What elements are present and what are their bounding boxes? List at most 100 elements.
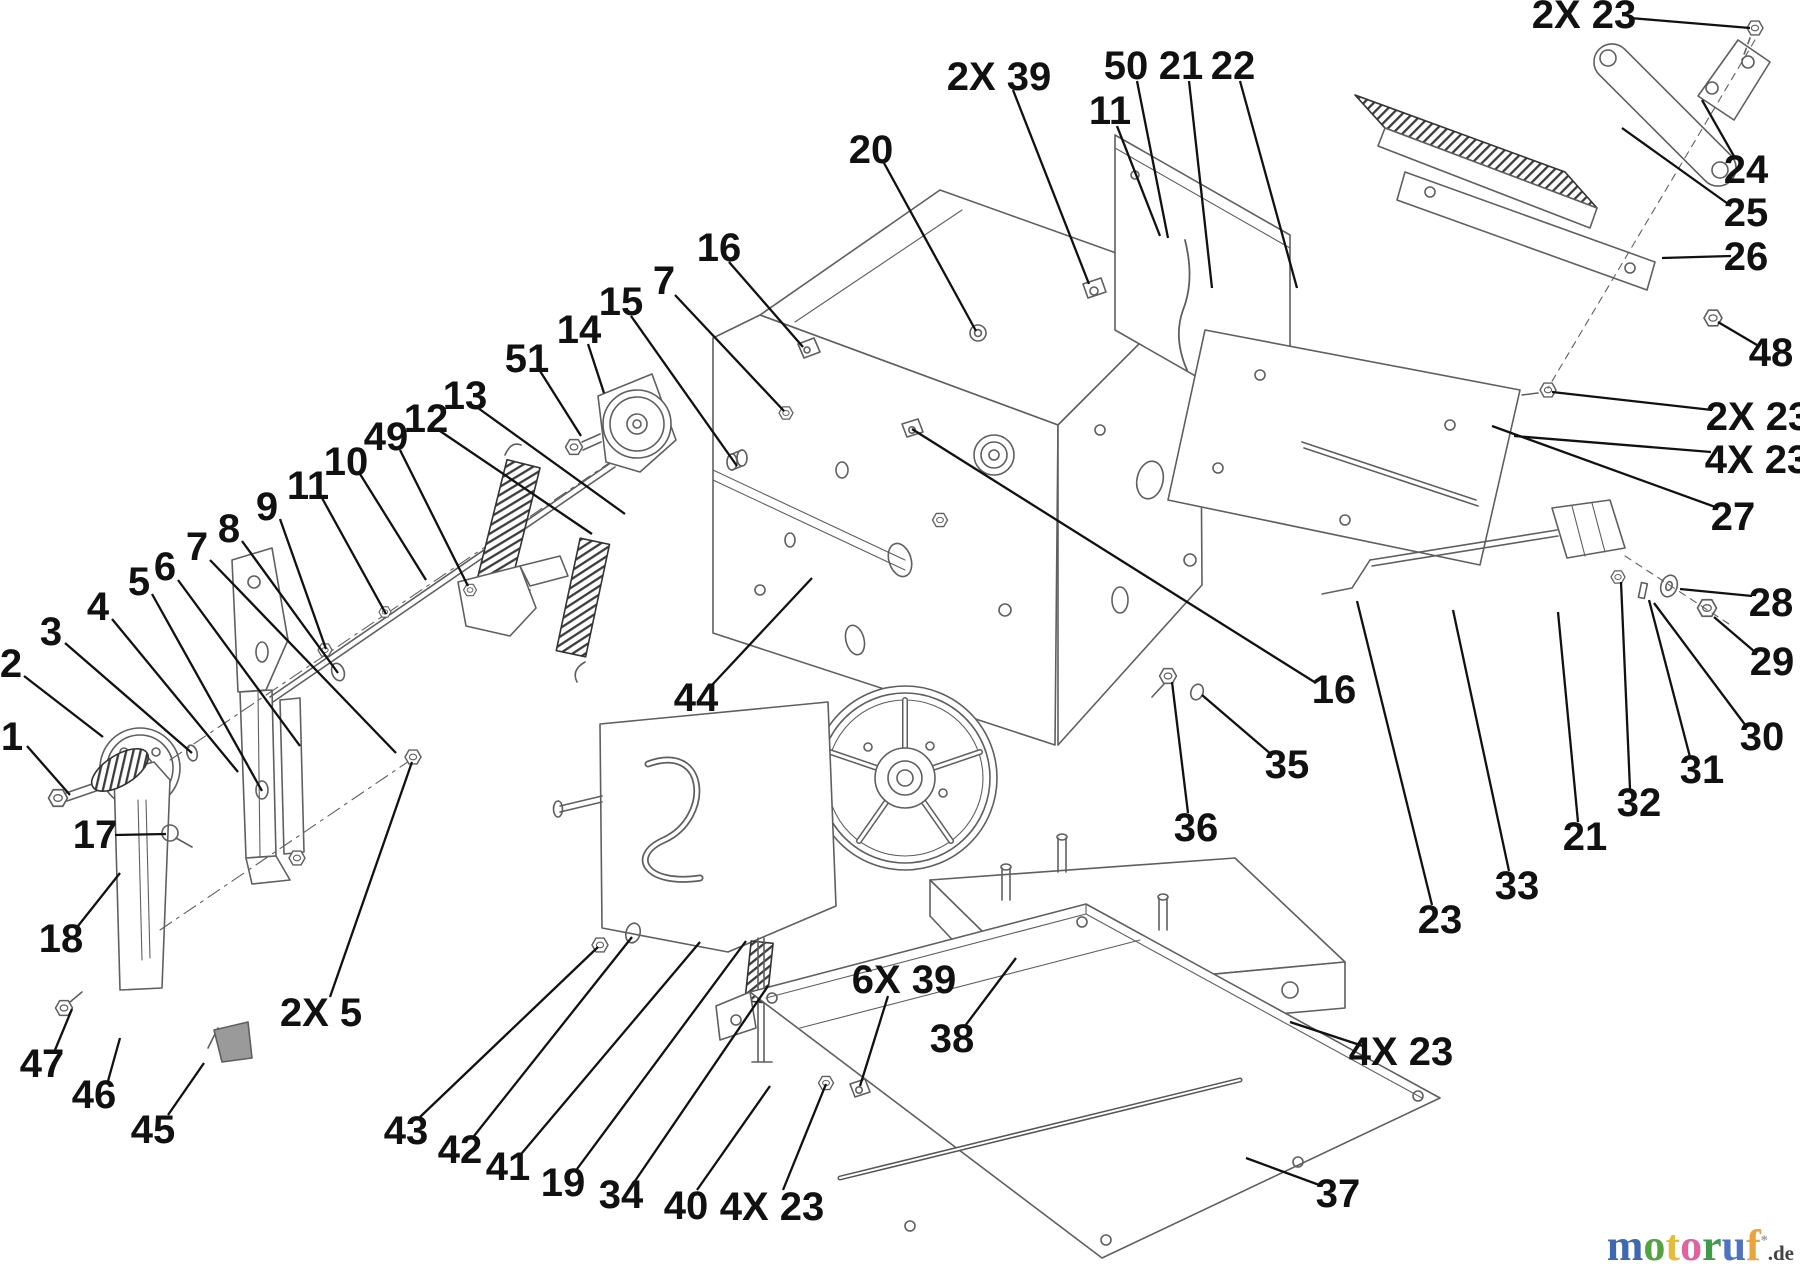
part-number-label: 26 xyxy=(1724,235,1769,279)
part-number-label: 21 xyxy=(1563,815,1608,859)
watermark-mark: * xyxy=(1760,1233,1768,1249)
part-number-label: 2 xyxy=(0,642,22,686)
friction-wheel-drawing xyxy=(812,685,998,871)
leader-line xyxy=(26,745,71,796)
part-number-label: 43 xyxy=(384,1109,429,1153)
handle-assembly-drawing xyxy=(1354,21,1771,389)
clip-nut-39b xyxy=(849,1078,871,1098)
leader-line xyxy=(711,577,813,686)
part-number-label: 21 xyxy=(1159,44,1204,88)
leader-line xyxy=(209,559,397,754)
clip-nut-16 xyxy=(901,418,924,438)
leader-line xyxy=(111,618,239,773)
leader-line xyxy=(630,315,738,467)
part-number-label: 23 xyxy=(1418,898,1463,942)
leader-line xyxy=(1647,599,1692,758)
support-fasteners-drawing xyxy=(1151,669,1205,701)
side-panel-drawing xyxy=(1167,329,1556,566)
watermark-letter: t xyxy=(1665,1221,1681,1270)
leader-line xyxy=(477,407,626,515)
leader-line xyxy=(1619,581,1632,790)
leader-line xyxy=(781,1083,828,1191)
part-number-label: 13 xyxy=(443,374,488,418)
leader-line xyxy=(398,449,470,587)
leader-line xyxy=(964,957,1017,1027)
leader-line xyxy=(882,162,978,332)
clip-nut-39 xyxy=(1082,277,1107,299)
part-number-label: 49 xyxy=(364,415,409,459)
main-frame-drawing xyxy=(712,189,1230,746)
leader-line xyxy=(64,642,193,754)
part-number-label: 31 xyxy=(1680,748,1725,792)
leader-line xyxy=(1661,254,1732,260)
part-number-label: 10 xyxy=(324,440,369,484)
leader-line xyxy=(106,1037,122,1082)
motoruf-watermark[interactable]: motoruf*.de xyxy=(1607,1224,1794,1268)
part-number-label: 51 xyxy=(505,337,550,381)
leader-line xyxy=(1653,602,1747,727)
shift-rod-drawing xyxy=(1301,441,1733,627)
part-number-label: 38 xyxy=(930,1017,975,1061)
nut-5b xyxy=(289,851,305,865)
part-number-label: 29 xyxy=(1750,640,1795,684)
leader-line xyxy=(1491,424,1719,510)
bolt-1 xyxy=(49,790,68,807)
leader-line xyxy=(320,497,388,615)
part-number-label: 3 xyxy=(40,610,62,654)
part-number-label: 16 xyxy=(697,226,742,270)
leader-line xyxy=(419,946,599,1118)
part-number-label: 4X 23 xyxy=(1349,1030,1454,1074)
part-number-label: 34 xyxy=(599,1173,644,1217)
part-number-label: 37 xyxy=(1316,1172,1361,1216)
leader-line xyxy=(53,1008,74,1051)
leader-line xyxy=(728,261,804,348)
leader-line xyxy=(696,1085,771,1191)
part-number-label: 22 xyxy=(1211,44,1256,88)
part-number-label: 50 xyxy=(1104,44,1149,88)
part-number-label: 32 xyxy=(1617,781,1662,825)
leader-line xyxy=(77,872,121,927)
part-number-label: 41 xyxy=(486,1145,531,1189)
part-number-label: 14 xyxy=(557,308,602,352)
leader-line xyxy=(1245,1156,1323,1188)
leader-line xyxy=(1135,80,1170,239)
leader-line xyxy=(359,473,427,581)
watermark-letter: o xyxy=(1680,1221,1703,1270)
leader-line xyxy=(1289,1020,1364,1048)
leader-line xyxy=(439,430,593,535)
watermark-letter: r xyxy=(1702,1221,1722,1270)
part-number-label: 27 xyxy=(1711,495,1756,539)
part-number-label: 1 xyxy=(1,715,23,759)
part-number-label: 11 xyxy=(1089,89,1131,133)
leader-line xyxy=(576,940,747,1170)
leader-line xyxy=(1621,127,1732,207)
watermark-letter: f xyxy=(1746,1221,1761,1270)
leader-line xyxy=(858,995,890,1087)
part-number-label: 48 xyxy=(1749,331,1794,375)
part-number-label: 2X 39 xyxy=(947,55,1052,99)
part-number-label: 17 xyxy=(73,813,118,857)
part-number-label: 40 xyxy=(664,1184,709,1228)
bolt-4x23b xyxy=(819,1076,834,1089)
part-number-label: 47 xyxy=(20,1042,65,1086)
leader-line xyxy=(1713,616,1756,653)
leader-line xyxy=(241,540,339,674)
pedal-assembly-drawing xyxy=(49,547,305,1063)
part-number-label: 15 xyxy=(599,280,644,324)
leader-line xyxy=(521,941,701,1154)
leader-line xyxy=(328,761,414,998)
leader-line xyxy=(278,518,328,650)
bolt-2x23 xyxy=(1540,383,1556,397)
leader-line xyxy=(1355,600,1434,906)
nut-5a xyxy=(405,750,421,764)
part-number-label: 46 xyxy=(72,1073,117,1117)
leader-line xyxy=(1115,125,1162,237)
leader-line xyxy=(1170,681,1190,814)
bottom-tray-drawing xyxy=(715,903,1441,1259)
part-number-label: 30 xyxy=(1740,715,1785,759)
part-number-label: 28 xyxy=(1749,581,1794,625)
leader-line xyxy=(473,936,633,1137)
leader-line xyxy=(23,675,104,738)
part-number-label: 24 xyxy=(1724,148,1769,192)
